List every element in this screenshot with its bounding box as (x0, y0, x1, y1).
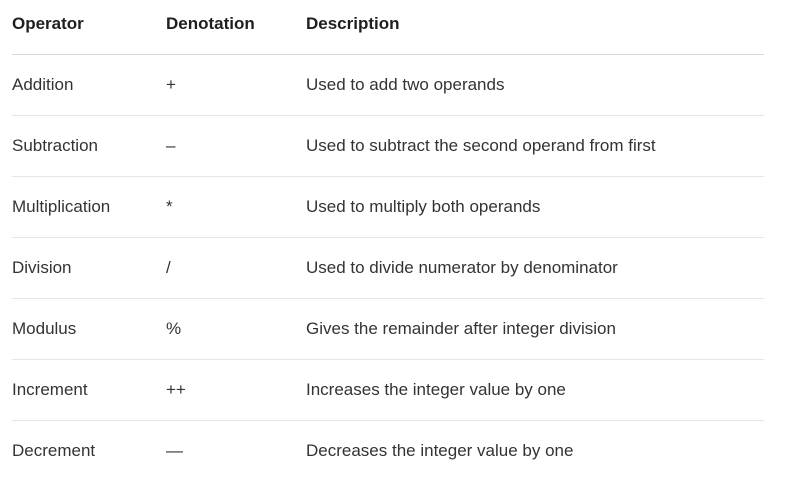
description-cell: Used to subtract the second operand from… (306, 115, 764, 177)
header-denotation: Denotation (166, 0, 306, 55)
operator-cell: Modulus (12, 298, 166, 360)
denotation-cell: – (166, 115, 306, 177)
table-header: Operator Denotation Description (12, 0, 764, 55)
table-row: Addition + Used to add two operands (12, 54, 764, 116)
header-description: Description (306, 0, 764, 55)
table-row: Increment ++ Increases the integer value… (12, 359, 764, 421)
operator-cell: Increment (12, 359, 166, 421)
description-cell: Used to divide numerator by denominator (306, 237, 764, 299)
table-row: Subtraction – Used to subtract the secon… (12, 115, 764, 177)
table-row: Multiplication * Used to multiply both o… (12, 176, 764, 238)
table-row: Decrement — Decreases the integer value … (12, 421, 764, 482)
denotation-cell: % (166, 298, 306, 360)
operators-table-container: Operator Denotation Description Addition… (12, 0, 764, 481)
header-operator: Operator (12, 0, 166, 55)
operator-cell: Addition (12, 54, 166, 116)
denotation-cell: * (166, 176, 306, 238)
description-cell: Used to add two operands (306, 54, 764, 116)
header-row: Operator Denotation Description (12, 0, 764, 55)
table-row: Modulus % Gives the remainder after inte… (12, 298, 764, 360)
table-row: Division / Used to divide numerator by d… (12, 237, 764, 299)
operator-cell: Decrement (12, 441, 96, 460)
operator-cell: Multiplication (12, 176, 166, 238)
operator-cell: Subtraction (12, 115, 166, 177)
description-cell: Gives the remainder after integer divisi… (306, 298, 764, 360)
description-cell: Increases the integer value by one (306, 359, 764, 421)
denotation-cell: ++ (166, 359, 306, 421)
denotation-cell: — (166, 441, 183, 460)
description-cell: Used to multiply both operands (306, 176, 764, 238)
denotation-cell: + (166, 54, 306, 116)
operator-cell: Division (12, 237, 166, 299)
description-cell: Decreases the integer value by one (306, 441, 574, 460)
table-body: Addition + Used to add two operands Subt… (12, 54, 764, 482)
denotation-cell: / (166, 237, 306, 299)
operators-table: Operator Denotation Description Addition… (12, 0, 764, 481)
